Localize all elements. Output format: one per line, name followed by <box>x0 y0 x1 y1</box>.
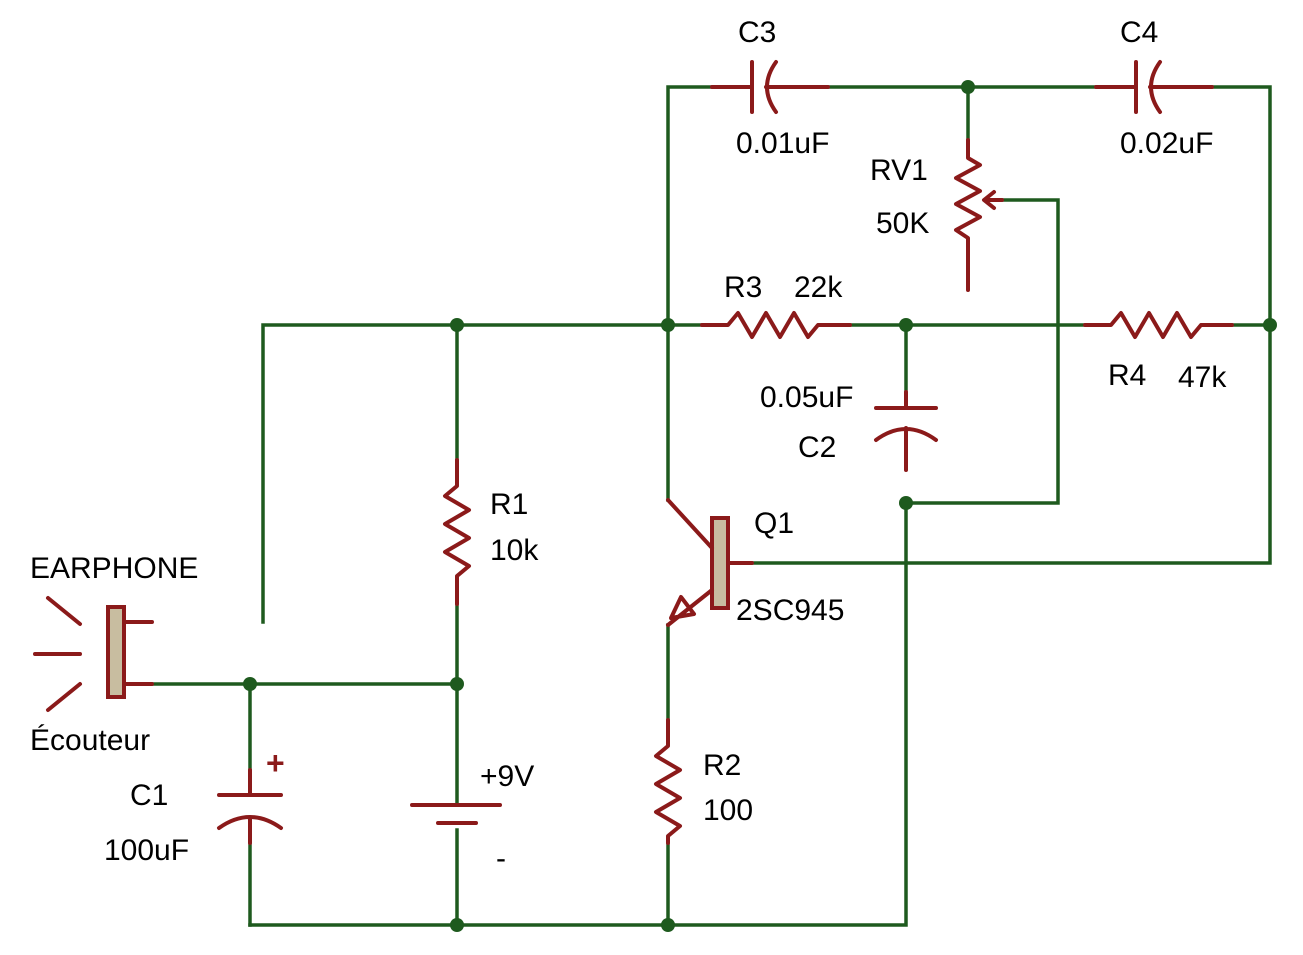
c1-polarity: + <box>266 745 285 781</box>
r2-value: 100 <box>703 794 753 827</box>
junction-dot <box>1263 318 1277 332</box>
c4-value: 0.02uF <box>1120 127 1213 160</box>
q1-ref: Q1 <box>754 507 794 540</box>
wire-ground <box>248 501 908 927</box>
capacitor-c1: + C1 100uF <box>104 745 285 867</box>
earphone-ref: EARPHONE <box>30 552 198 585</box>
junctions <box>243 80 1277 932</box>
transistor-q1: Q1 2SC945 <box>666 498 844 627</box>
capacitor-c3: C3 0.01uF <box>710 16 830 160</box>
r1-ref: R1 <box>490 488 528 521</box>
junction-dot <box>450 318 464 332</box>
r4-value: 47k <box>1178 361 1227 394</box>
resistor-r3: R3 22k <box>700 271 852 339</box>
resistor-r4: R4 47k <box>1083 311 1234 394</box>
q1-value: 2SC945 <box>736 594 844 627</box>
r2-ref: R2 <box>703 749 741 782</box>
c3-value: 0.01uF <box>736 127 829 160</box>
junction-dot <box>450 677 464 691</box>
wire-rv1-wiper <box>904 198 1060 505</box>
battery-minus-label: - <box>496 842 506 875</box>
potentiometer-rv1: RV1 50K <box>870 138 1004 292</box>
r3-value: 22k <box>794 271 843 304</box>
capacitor-c4: C4 0.02uF <box>1094 16 1214 160</box>
rv1-ref: RV1 <box>870 154 928 187</box>
junction-dot <box>450 918 464 932</box>
earphone-value: Écouteur <box>30 724 150 757</box>
c3-ref: C3 <box>738 16 776 49</box>
c1-value: 100uF <box>104 834 189 867</box>
rv1-value: 50K <box>876 207 929 240</box>
junction-dot <box>961 80 975 94</box>
resistor-r2: R2 100 <box>654 718 753 845</box>
junction-dot <box>661 918 675 932</box>
junction-dot <box>899 496 913 510</box>
c1-ref: C1 <box>130 779 168 812</box>
capacitor-c2: 0.05uF C2 <box>760 381 938 472</box>
junction-dot <box>243 677 257 691</box>
c4-ref: C4 <box>1120 16 1158 49</box>
r3-ref: R3 <box>724 271 762 304</box>
wire-main-rail <box>261 323 1087 624</box>
c2-value: 0.05uF <box>760 381 853 414</box>
c2-ref: C2 <box>798 431 836 464</box>
battery-plus-label: +9V <box>480 760 534 793</box>
junction-dot <box>661 318 675 332</box>
junction-dot <box>899 318 913 332</box>
sound-wave-icon <box>33 596 82 712</box>
resistor-r1: R1 10k <box>443 458 539 606</box>
wires <box>150 85 1272 927</box>
earphone: EARPHONE Écouteur <box>30 552 198 757</box>
battery: +9V - <box>410 760 534 875</box>
r4-ref: R4 <box>1108 359 1146 392</box>
wire-r4-right <box>731 323 1272 565</box>
r1-value: 10k <box>490 534 539 567</box>
